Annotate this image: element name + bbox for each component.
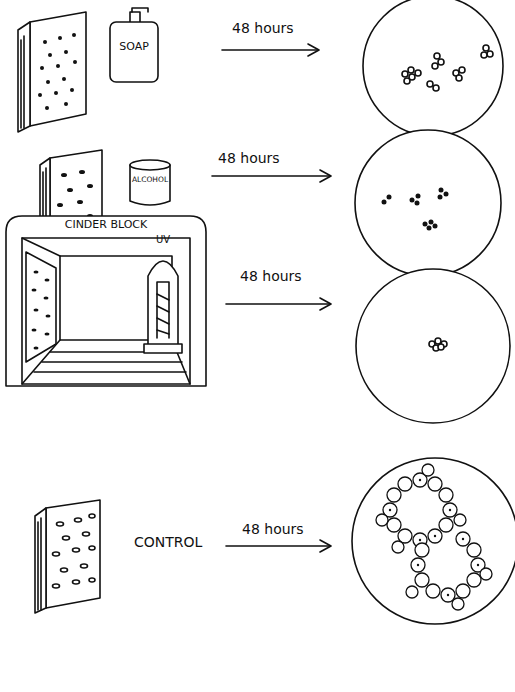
note-label: 48 hours (218, 150, 280, 166)
uv-lamp-outline (142, 234, 184, 354)
note-label: 48 hours (232, 20, 294, 36)
arrow (222, 44, 319, 56)
arrow (226, 298, 331, 310)
sample-sponge (35, 500, 100, 613)
node-text: ALCOHOL (127, 175, 173, 184)
node-text: CINDER BLOCK (2, 218, 210, 231)
petri-dish (356, 269, 510, 423)
sample-sponge (18, 12, 86, 132)
note-label: CONTROL (134, 534, 202, 550)
node-text: UV (142, 234, 184, 245)
alcohol-can: ALCOHOL (127, 158, 173, 208)
cinder-block-outline (2, 212, 210, 388)
petri-dish (363, 0, 503, 136)
node-text: SOAP (108, 40, 160, 53)
cinder-block: CINDER BLOCK UV (2, 212, 210, 388)
uv-lamp: UV (142, 234, 184, 354)
note-label: 48 hours (240, 268, 302, 284)
soap-bottle: SOAP (108, 6, 160, 84)
arrow (226, 540, 331, 552)
petri-dish (352, 458, 515, 624)
note-label: 48 hours (242, 521, 304, 537)
petri-dish (355, 130, 501, 276)
arrow (212, 170, 331, 182)
